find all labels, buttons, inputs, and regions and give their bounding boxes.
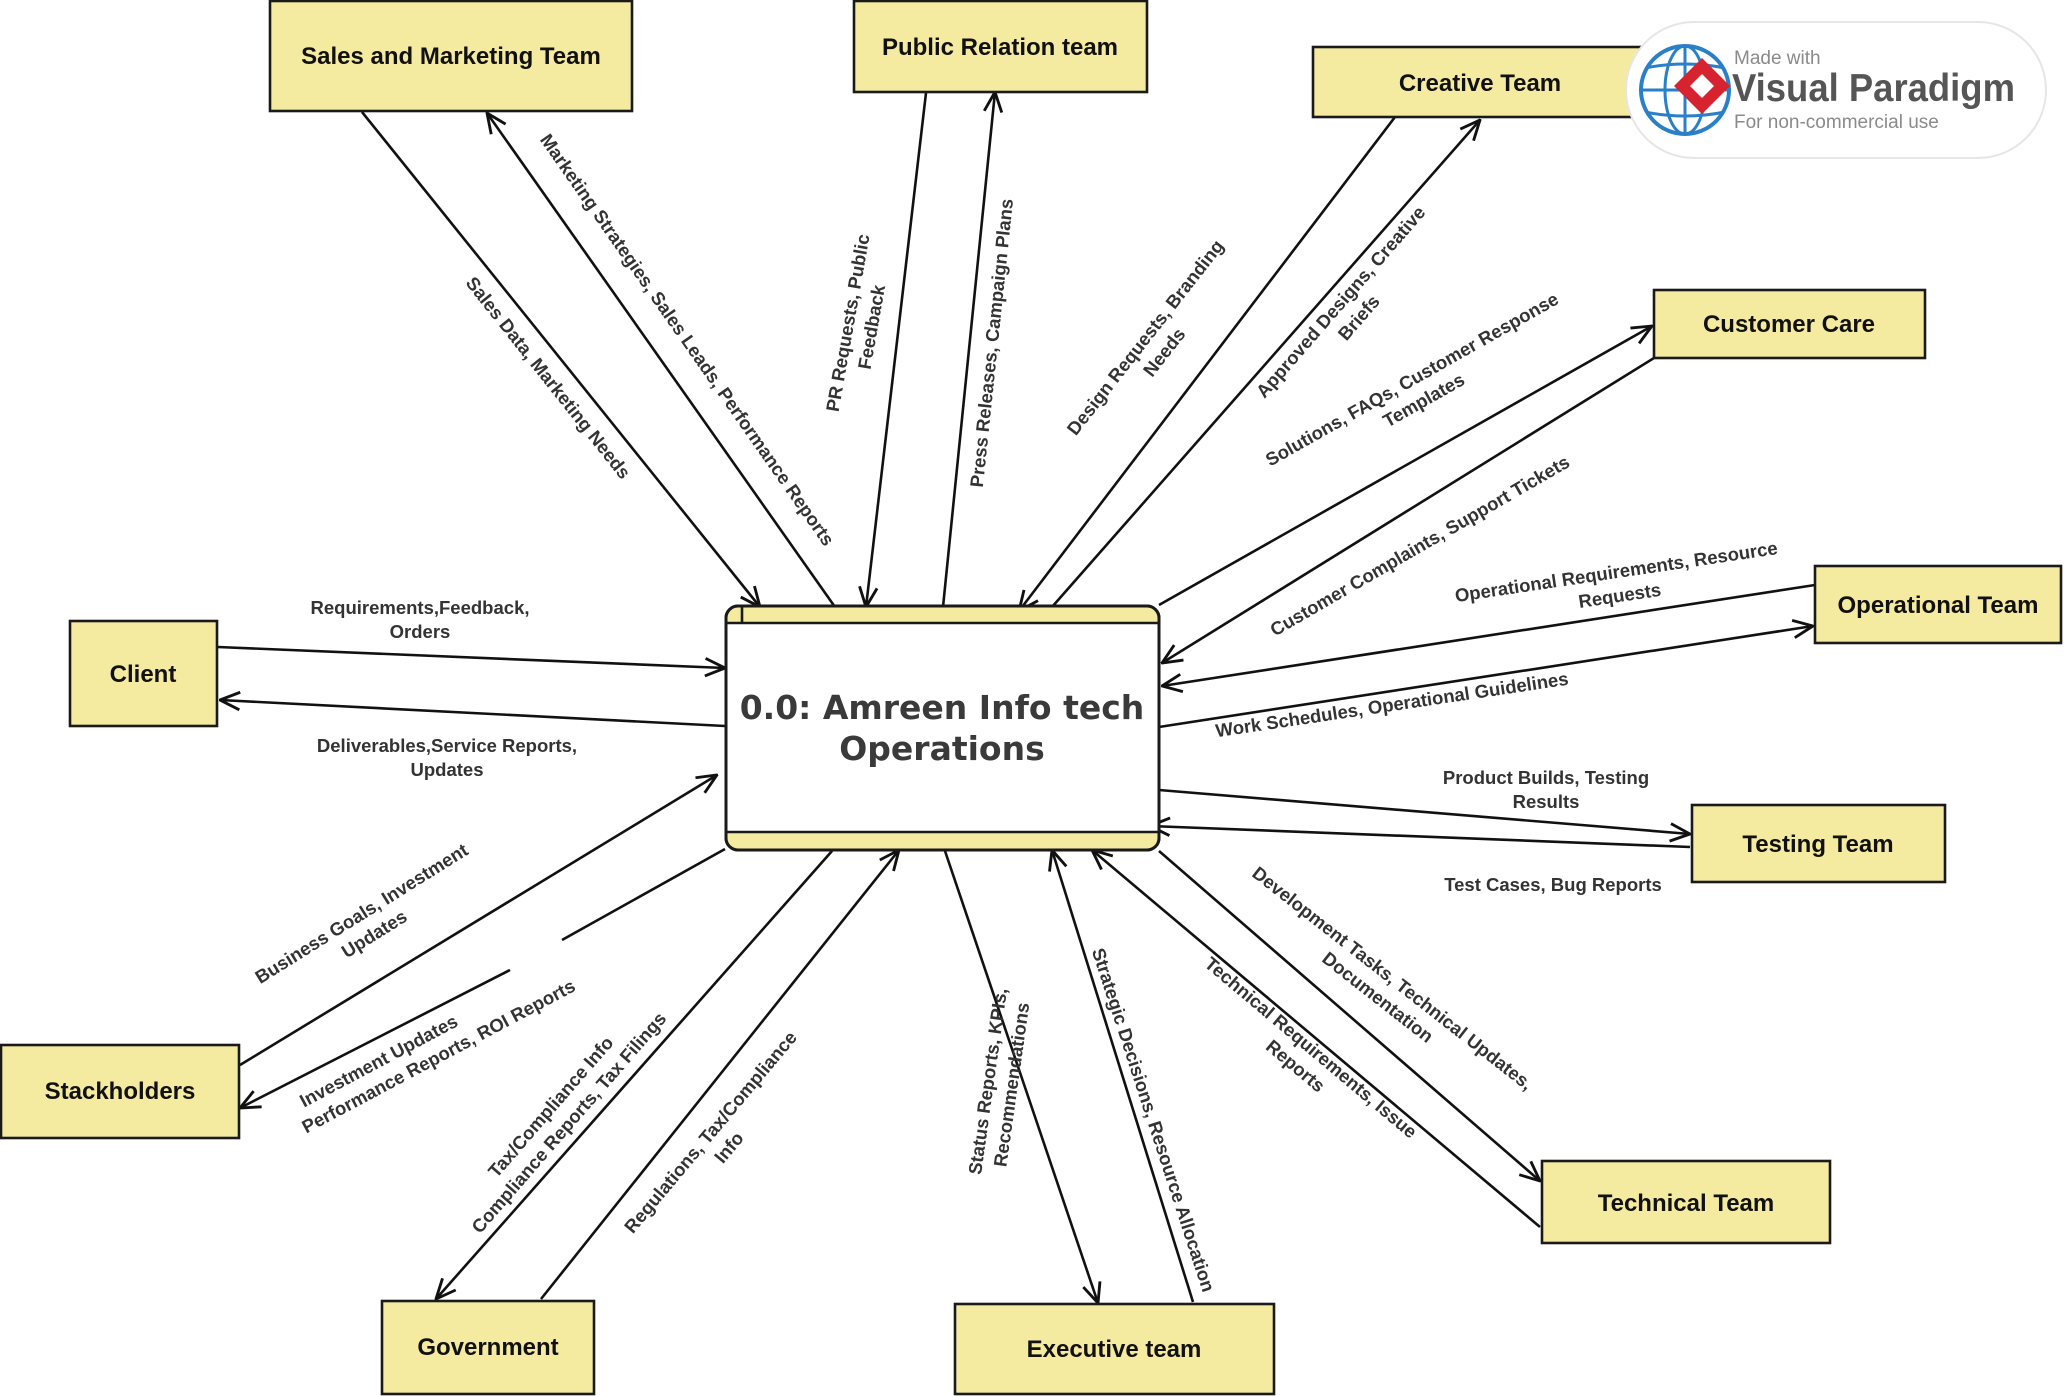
visual-paradigm-watermark: Made with Visual Paradigm For non-commer…	[1625, 21, 2047, 159]
label-stake-in: Business Goals, Investment Updates	[251, 839, 471, 988]
label-client-out-1: Deliverables,Service Reports,	[317, 735, 577, 756]
label-ops-out-1: Work Schedules, Operational Guidelines	[1214, 668, 1570, 741]
flow-testing-out	[1158, 788, 1690, 834]
entity-sales-marketing[interactable]: Sales and Marketing Team	[268, 0, 634, 113]
entity-sales-marketing-label: Sales and Marketing Team	[301, 43, 601, 70]
entity-operational-label: Operational Team	[1838, 592, 2039, 619]
label-sales-in: Sales Data, Marketing Needs	[462, 273, 635, 483]
central-process[interactable]: 0.0: Amreen Info tech Operations	[724, 604, 1161, 852]
label-client-in-1: Requirements,Feedback,	[311, 597, 530, 618]
entity-operational[interactable]: Operational Team	[1813, 564, 2063, 645]
entity-executive[interactable]: Executive team	[953, 1302, 1276, 1396]
label-testing-out-2: Results	[1513, 791, 1580, 812]
globe-logo-icon	[1639, 44, 1731, 136]
flow-exec-out	[943, 850, 1098, 1303]
flow-tech-out	[1158, 850, 1540, 1181]
flow-creative-in	[1019, 116, 1397, 611]
flow-testing-in	[1150, 826, 1691, 849]
flow-gov-out	[436, 850, 833, 1299]
label-sales-out-1: Marketing Strategies, Sales Leads, Perfo…	[536, 130, 839, 550]
entity-client-label: Client	[110, 661, 177, 688]
process-title-line1: 0.0: Amreen Info tech	[740, 688, 1145, 727]
flow-client-out	[220, 700, 726, 728]
flow-pr-out	[941, 92, 995, 608]
entity-public-relation[interactable]: Public Relation team	[852, 0, 1149, 94]
label-care-in-1: Customer Complaints, Support Tickets	[1266, 451, 1573, 640]
entity-technical[interactable]: Technical Team	[1540, 1159, 1832, 1245]
entity-creative[interactable]: Creative Team	[1311, 45, 1650, 119]
label-testing-out-1: Product Builds, Testing	[1443, 767, 1649, 788]
entity-client[interactable]: Client	[68, 619, 219, 728]
flow-gov-in	[539, 850, 899, 1300]
label-care-in: Customer Complaints, Support Tickets	[1266, 451, 1573, 640]
label-care-out: Solutions, FAQs, Customer Response Templ…	[1262, 288, 1562, 470]
label-testing-in: Test Cases, Bug Reports	[1444, 874, 1662, 895]
label-tech-out: Development Tasks, Technical Updates, Do…	[1248, 862, 1537, 1094]
entity-government[interactable]: Government	[380, 1299, 596, 1396]
label-client-out-2: Updates	[411, 759, 484, 780]
label-gov-in: Regulations, Tax/Compliance Info	[620, 1027, 801, 1237]
label-client-out: Deliverables,Service Reports, Updates	[317, 735, 577, 780]
label-ops-out: Work Schedules, Operational Guidelines	[1214, 668, 1570, 741]
flow-client-in	[217, 645, 725, 668]
label-client-in: Requirements,Feedback, Orders	[311, 597, 530, 642]
flow-sales-out	[487, 113, 837, 608]
flow-care-in	[1162, 356, 1655, 663]
flow-ops-out	[1158, 626, 1813, 729]
label-pr-in: PR Requests, Public Feedback	[822, 232, 889, 413]
label-exec-in-1: Strategic Decisions, Resource Allocation	[1088, 945, 1219, 1294]
entity-testing[interactable]: Testing Team	[1690, 803, 1947, 884]
flow-care-out	[1158, 326, 1652, 607]
label-creative-in-1: Design Requests, Branding	[1063, 236, 1228, 439]
watermark-usage: For non-commercial use	[1734, 112, 1939, 133]
label-pr-out-1: Press Releases, Campaign Plans	[966, 198, 1017, 489]
process-title-line2: Operations	[839, 729, 1045, 768]
entity-testing-label: Testing Team	[1742, 831, 1893, 858]
flow-ops-in	[1162, 583, 1816, 686]
flow-pr-in	[866, 92, 928, 607]
flow-stake-out-b	[240, 968, 511, 1108]
label-testing-out: Product Builds, Testing Results	[1443, 767, 1649, 812]
label-sales-out: Marketing Strategies, Sales Leads, Perfo…	[536, 130, 839, 550]
label-sales-in-1: Sales Data, Marketing Needs	[462, 273, 635, 483]
entity-stakeholders-label: Stackholders	[45, 1078, 196, 1105]
entity-customer-care[interactable]: Customer Care	[1652, 288, 1927, 360]
entity-executive-label: Executive team	[1027, 1336, 1202, 1363]
label-pr-out: Press Releases, Campaign Plans	[966, 198, 1017, 489]
entity-government-label: Government	[417, 1334, 558, 1361]
entity-public-relation-label: Public Relation team	[882, 34, 1118, 61]
flow-creative-out	[1051, 120, 1480, 608]
flow-exec-in	[1052, 850, 1195, 1303]
entity-stakeholders[interactable]: Stackholders	[0, 1043, 241, 1140]
label-stake-in-1: Business Goals, Investment	[251, 839, 471, 988]
watermark-brand: Visual Paradigm	[1732, 67, 2015, 110]
watermark-made-with: Made with	[1734, 48, 1821, 69]
label-testing-in-1: Test Cases, Bug Reports	[1444, 874, 1662, 895]
label-exec-in: Strategic Decisions, Resource Allocation	[1088, 945, 1219, 1294]
entity-technical-label: Technical Team	[1598, 1190, 1775, 1217]
label-client-in-2: Orders	[390, 621, 451, 642]
flow-tech-in	[1092, 850, 1541, 1228]
flow-sales-in	[360, 111, 760, 607]
entity-customer-care-label: Customer Care	[1703, 311, 1875, 338]
flow-stake-out-a	[561, 847, 726, 942]
entity-creative-label: Creative Team	[1399, 70, 1561, 97]
flow-lines	[217, 92, 1816, 1303]
flow-stake-in	[239, 775, 717, 1067]
label-creative-in: Design Requests, Branding Needs	[1063, 236, 1228, 439]
